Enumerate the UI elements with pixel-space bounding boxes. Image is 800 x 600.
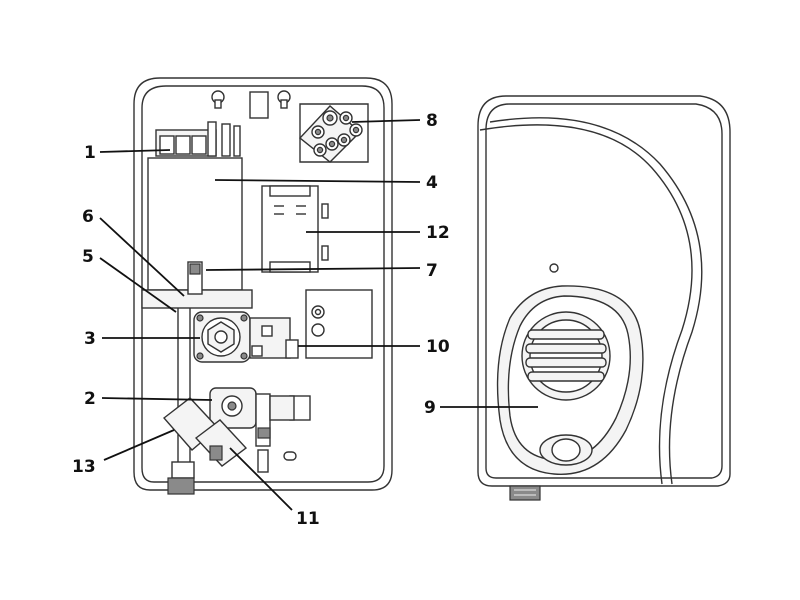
solenoid-valve: [193, 311, 299, 363]
callouts: 1 2 3 4 5 6 7 8 9 10 11 12 13: [72, 111, 450, 529]
keyhole-mount-left: [211, 90, 225, 109]
callout-3: 3: [84, 329, 96, 349]
temperature-dial: [521, 311, 611, 401]
thermal-sensor: [187, 261, 203, 295]
cover-curve: [479, 124, 693, 485]
terminal-block: [298, 103, 369, 163]
control-panel: [496, 285, 644, 475]
inlet-block: [162, 397, 297, 495]
callout-6: 6: [82, 207, 94, 227]
callout-13: 13: [72, 457, 96, 477]
callout-11: 11: [296, 509, 320, 529]
keyhole-mount-right: [277, 90, 291, 109]
leader-lines: [99, 119, 538, 511]
front-cover: [477, 95, 731, 487]
callout-7: 7: [426, 261, 438, 281]
callout-12: 12: [426, 223, 450, 243]
callout-1: 1: [84, 143, 96, 163]
pressure-valve: [209, 387, 311, 447]
backplate: [133, 77, 393, 491]
circuit-board: [261, 185, 329, 273]
callout-9: 9: [424, 398, 436, 418]
callout-8: 8: [426, 111, 438, 131]
callout-4: 4: [426, 173, 438, 193]
front-cover-view: [477, 95, 731, 501]
bottom-fitting: [509, 485, 541, 501]
flow-box: [305, 289, 373, 359]
start-stop-button: [539, 434, 593, 466]
callout-10: 10: [426, 337, 450, 357]
indicator-light: [549, 263, 559, 273]
callout-5: 5: [82, 247, 94, 267]
top-connector: [155, 121, 241, 157]
top-slot: [249, 91, 269, 119]
interior-view: [133, 77, 393, 495]
callout-2: 2: [84, 389, 96, 409]
